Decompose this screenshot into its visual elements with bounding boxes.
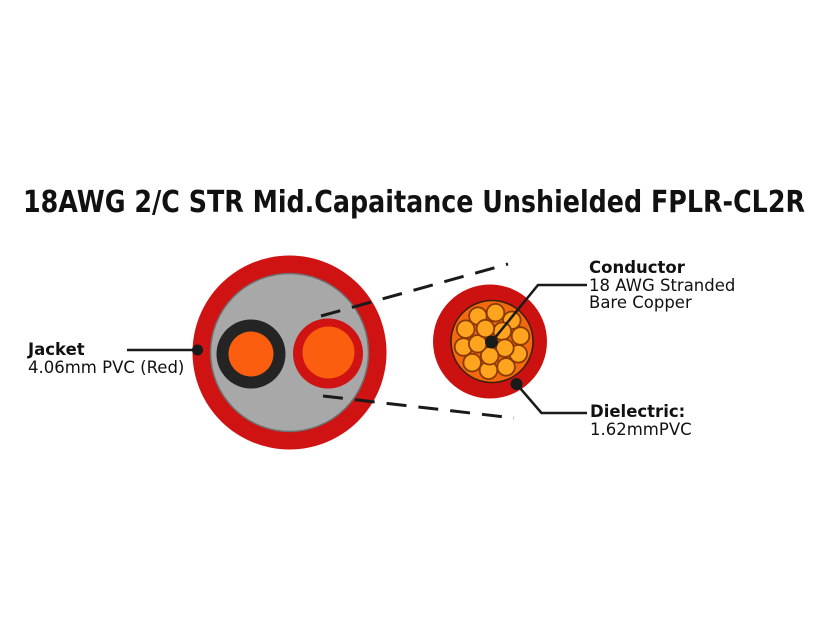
copper-strand: [495, 338, 515, 358]
jacket-label-detail: 4.06mm PVC (Red): [28, 357, 185, 377]
jacket-label: Jacket 4.06mm PVC (Red): [28, 341, 184, 376]
copper-strand: [510, 326, 531, 346]
dielectric-pointer-dot: [510, 378, 523, 390]
conductor-pointer-dot: [485, 335, 498, 349]
conductor-label-detail-2: Bare Copper: [589, 293, 692, 312]
conductor-label: Conductor 18 AWG Stranded Bare Copper: [589, 259, 735, 312]
dielectric-label: Dielectric: 1.62mmPVC: [590, 403, 692, 438]
dielectric-pointer-line: [515, 383, 587, 415]
dielectric-label-heading: Dielectric:: [590, 402, 686, 421]
copper-strand: [456, 319, 476, 339]
conductor-pointer-line: [490, 283, 587, 343]
conductor-label-heading: Conductor: [589, 258, 685, 277]
jacket-label-heading: Jacket: [28, 340, 85, 359]
right-conductor-core: [302, 326, 355, 379]
dielectric-label-detail: 1.62mmPVC: [590, 419, 692, 439]
diagram-title: 18AWG 2/C STR Mid.Capaitance Unshielded …: [23, 185, 805, 220]
copper-strand: [475, 318, 496, 339]
copper-strand: [485, 303, 506, 323]
pointer-lines: [127, 283, 587, 415]
left-conductor-core: [228, 331, 274, 377]
copper-strand: [496, 357, 516, 377]
jacket-pointer-dot: [192, 344, 203, 356]
copper-strand: [462, 353, 482, 373]
zoom-dashed-line-lower: [322, 394, 515, 420]
main-cross-section: [192, 255, 387, 450]
strand-group: [453, 303, 531, 381]
zoom-dashed-line-upper: [320, 262, 509, 318]
conductor-label-detail-1: 18 AWG Stranded: [589, 275, 736, 295]
